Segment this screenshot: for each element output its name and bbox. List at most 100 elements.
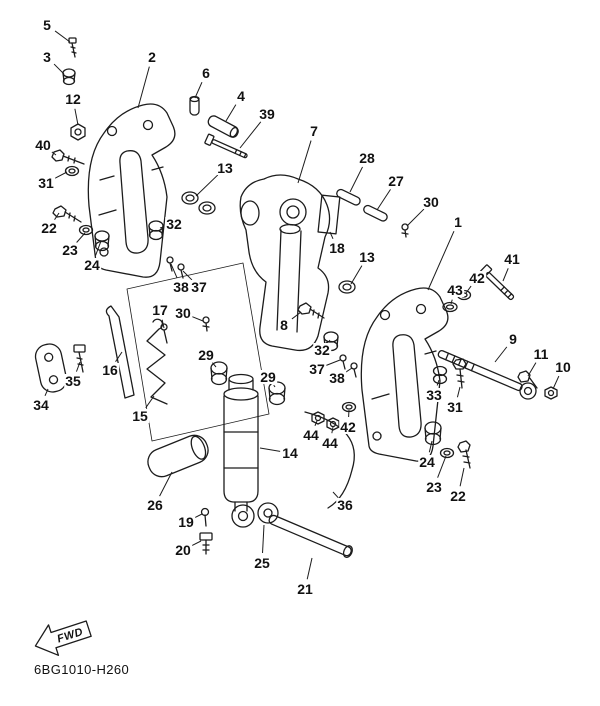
diagram-code: 6BG1010-H260	[34, 662, 130, 677]
bolt-11	[517, 370, 538, 389]
leader-line-39	[239, 121, 262, 149]
leader-line-1	[427, 230, 455, 291]
cylinder-eye	[231, 502, 279, 528]
grease-nipple-30-right	[401, 223, 409, 238]
tilt-rod	[268, 514, 353, 558]
leader-line-6	[194, 81, 203, 99]
swivel-bracket	[239, 174, 331, 352]
bushing-13-left	[181, 191, 216, 215]
washer-23-left	[78, 224, 94, 236]
leader-line-18	[329, 231, 334, 240]
leader-line-25	[262, 524, 265, 554]
leader-line-31	[456, 386, 461, 398]
left-clamp-bracket	[87, 103, 176, 278]
screw-17	[160, 323, 168, 344]
bolt-39	[204, 133, 248, 159]
leader-line-2	[137, 66, 150, 109]
leader-line-32	[327, 339, 331, 343]
bushing-24-left	[94, 230, 110, 252]
leader-line-30	[406, 208, 425, 227]
pin-4	[207, 115, 239, 138]
leader-line-14	[259, 447, 281, 452]
spring-15	[146, 318, 168, 405]
leader-line-22	[459, 467, 465, 487]
nut-12	[70, 123, 86, 141]
leader-line-33	[436, 379, 440, 386]
leader-line-37	[326, 359, 341, 366]
leader-line-12	[74, 108, 79, 126]
pin-28	[336, 188, 361, 206]
washer-43	[442, 301, 458, 313]
screw-37-left	[177, 263, 185, 279]
nut-10	[544, 386, 558, 400]
leader-line-35	[75, 361, 81, 372]
bushing-32-left	[148, 220, 164, 241]
leader-line-38	[345, 367, 353, 373]
bolt-5	[68, 37, 77, 58]
bolt-8	[297, 302, 325, 319]
washer-31-left	[64, 165, 80, 177]
leader-line-44	[314, 420, 318, 427]
leader-line-28	[349, 166, 363, 193]
leader-line-5	[54, 30, 71, 43]
bolt-20	[199, 532, 213, 555]
sub-cylinder	[147, 434, 209, 478]
bolt-31-right	[452, 358, 467, 389]
leader-line-32	[159, 226, 165, 229]
leader-line-38	[170, 263, 178, 279]
leader-line-23	[76, 232, 86, 243]
leader-line-10	[552, 375, 560, 390]
leader-line-9	[494, 346, 508, 363]
grease-nipple-30-left	[202, 316, 210, 332]
leader-line-3	[53, 63, 65, 75]
fwd-arrow: FWD	[34, 620, 92, 656]
leader-line-19	[194, 513, 203, 518]
washer-33	[432, 365, 448, 385]
leader-line-37	[182, 270, 193, 281]
bolt-22-right	[457, 440, 471, 469]
screw-19	[200, 507, 210, 527]
leader-line-21	[306, 557, 313, 580]
screw-37-right	[339, 354, 347, 370]
leader-line-29	[212, 362, 217, 368]
bushing-13-right	[338, 280, 356, 294]
leader-line-31	[54, 171, 68, 179]
screw-38-right	[350, 362, 358, 378]
leader-line-43	[450, 299, 453, 305]
leader-line-36	[332, 491, 339, 498]
leader-line-27	[376, 189, 391, 211]
bushing-29b	[268, 381, 286, 406]
leader-line-16	[115, 351, 123, 362]
leader-line-42	[465, 285, 472, 294]
leader-line-15	[145, 395, 155, 409]
leader-line-24	[95, 240, 102, 256]
leader-line-44	[331, 426, 334, 434]
construction-box	[126, 262, 270, 442]
trim-rod	[437, 350, 537, 400]
leader-line-13	[195, 174, 219, 197]
bushing-24-right	[424, 421, 442, 446]
leader-line-40	[50, 150, 57, 156]
bolt-35	[73, 344, 86, 373]
bushing-29a	[210, 361, 228, 386]
leader-line-23	[437, 455, 447, 478]
leader-line-22	[54, 212, 60, 220]
leader-line-4	[225, 104, 237, 122]
leader-line-29	[273, 384, 276, 388]
anode-plate-34	[34, 343, 68, 393]
leader-line-11	[527, 362, 537, 377]
bolt-40	[51, 149, 85, 165]
plate-18	[317, 194, 341, 235]
leader-line-8	[291, 311, 302, 320]
leader-line-13	[350, 265, 363, 285]
lever-16	[105, 305, 135, 399]
screw-38-left	[166, 256, 174, 272]
tilt-cylinder	[223, 373, 259, 512]
leader-line-20	[191, 540, 202, 546]
leader-line-24	[428, 440, 433, 453]
washer-23-right	[439, 447, 455, 459]
leader-line-41	[502, 268, 509, 282]
